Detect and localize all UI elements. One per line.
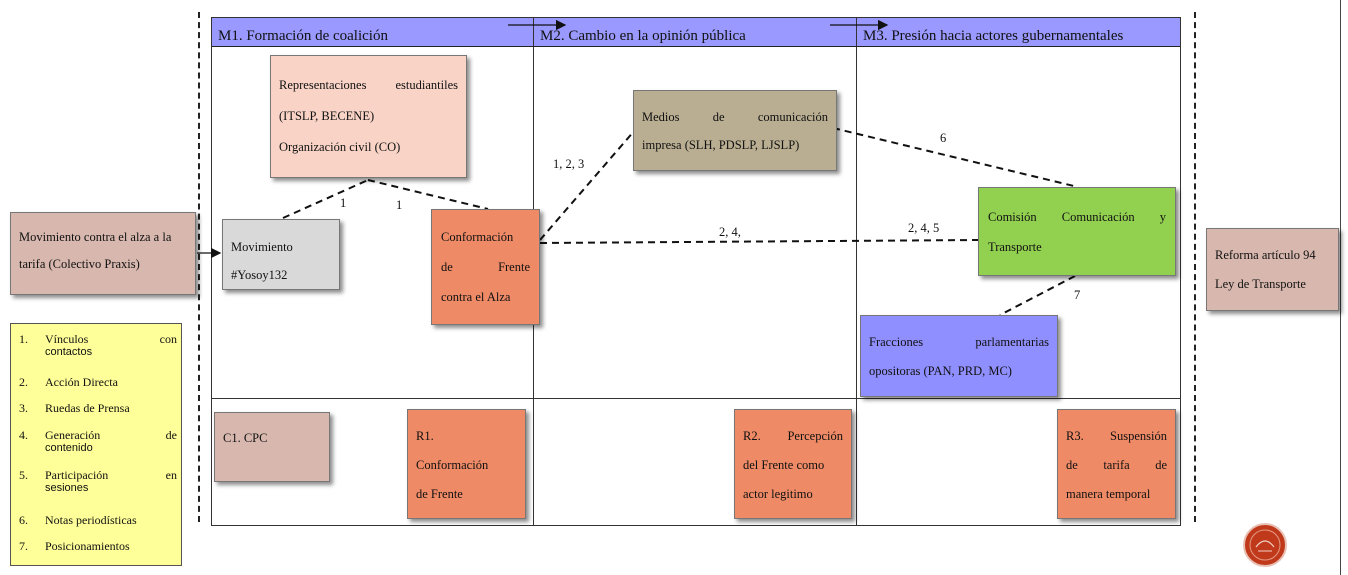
legend-box: 1. Vínculos con contactos 2. Acción Dire… — [10, 323, 182, 566]
node-medios-line2: impresa (SLH, PDSLP, LJSLP) — [642, 138, 800, 152]
result-c1-cpc: C1. CPC — [214, 412, 330, 482]
result-r3: R3. Suspensión de tarifa de manera tempo… — [1057, 409, 1176, 519]
edge-label-24: 2, 4, — [719, 225, 741, 239]
edge-label-123: 1, 2, 3 — [553, 157, 585, 171]
right-edge-line — [1340, 0, 1341, 575]
edge-label-6: 6 — [940, 131, 947, 145]
node-organizacion-line: Organización civil (CO) — [279, 140, 401, 154]
edge-label-1b: 1 — [396, 198, 403, 212]
node-representaciones-line1: Representaciones estudiantiles — [279, 78, 458, 92]
node-medios-comunicacion: Medios de comunicación impresa (SLH, PDS… — [633, 90, 837, 171]
grid-line-right — [1180, 47, 1181, 525]
grid-line-left — [211, 47, 212, 525]
result-r2: R2. Percepción del Frente como actor leg… — [734, 409, 852, 519]
result-r3-line3: manera temporal — [1066, 487, 1151, 501]
node-reforma-line1: Reforma artículo 94 — [1215, 248, 1316, 262]
edge-conformacion-comision — [539, 239, 979, 244]
right-dashed-separator — [1194, 12, 1196, 522]
edge-label-1a: 1 — [340, 196, 347, 210]
node-conformacion-frente: Conformación de Frente contra el Alza — [431, 209, 540, 325]
grid-line-results-top — [211, 398, 1181, 399]
node-conformacion-line3: contra el Alza — [441, 290, 511, 304]
edge-label-245: 2, 4, 5 — [908, 221, 940, 235]
node-movimiento-line1: Movimiento — [231, 240, 293, 254]
header-m1: M1. Formación de coalición — [211, 17, 534, 47]
node-movimiento-yosoy132: Movimiento #Yosoy132 — [222, 219, 340, 290]
node-comision-line2: Transporte — [988, 240, 1042, 254]
result-r3-line2: de tarifa de — [1066, 458, 1167, 472]
node-colectivo-text: Movimiento contra el alza a la tarifa (C… — [19, 230, 172, 271]
node-reforma-articulo-94: Reforma artículo 94 Ley de Transporte — [1206, 228, 1339, 311]
result-r1: R1. Conformación de Frente — [407, 409, 526, 519]
badge-icon — [1243, 523, 1287, 567]
grid-line-bottom — [211, 525, 1181, 526]
node-representaciones: Representaciones estudiantiles (ITSLP, B… — [270, 55, 467, 178]
result-r3-line1: R3. Suspensión — [1066, 429, 1167, 443]
edge-comision-fracciones — [999, 275, 1076, 316]
node-reforma-line2: Ley de Transporte — [1215, 277, 1306, 291]
edge-conformacion-medios — [539, 129, 636, 241]
node-colectivo-praxis: Movimiento contra el alza a la tarifa (C… — [10, 212, 196, 295]
node-movimiento-line2: #Yosoy132 — [231, 268, 288, 282]
node-fracciones-line1: Fracciones parlamentarias — [869, 335, 1049, 349]
result-r2-line1: R2. Percepción — [743, 429, 843, 443]
node-conformacion-line2: de Frente — [441, 260, 530, 274]
result-r1-line2: Conformación — [416, 458, 489, 472]
result-r1-line3: de Frente — [416, 487, 463, 501]
node-fracciones-parlamentarias: Fracciones parlamentarias opositoras (PA… — [860, 315, 1058, 397]
header-m2: M2. Cambio en la opinión pública — [533, 17, 857, 47]
node-medios-line1: Medios de comunicación — [642, 110, 828, 124]
result-r2-line2: del Frente como — [743, 458, 825, 472]
result-c1-text: C1. CPC — [223, 431, 268, 445]
node-representaciones-line2: (ITSLP, BECENE) — [279, 109, 375, 123]
grid-line-m2-m3 — [856, 47, 857, 525]
edge-medios-comision — [832, 127, 1079, 188]
result-r2-line3: actor legitimo — [743, 487, 813, 501]
left-dashed-separator — [198, 12, 200, 522]
node-conformacion-line1: Conformación — [441, 230, 514, 244]
edge-label-7: 7 — [1074, 288, 1081, 302]
result-r1-line1: R1. — [416, 429, 434, 443]
node-comision-line1: Comisión Comunicación y — [988, 210, 1166, 224]
node-fracciones-line2: opositoras (PAN, PRD, MC) — [869, 364, 1012, 378]
node-comision-transporte: Comisión Comunicación y Transporte — [978, 187, 1176, 276]
edge-movimiento-representaciones — [282, 179, 369, 219]
edge-representaciones-conformacion — [367, 179, 489, 210]
header-m3: M3. Presión hacia actores gubernamentale… — [856, 17, 1181, 47]
